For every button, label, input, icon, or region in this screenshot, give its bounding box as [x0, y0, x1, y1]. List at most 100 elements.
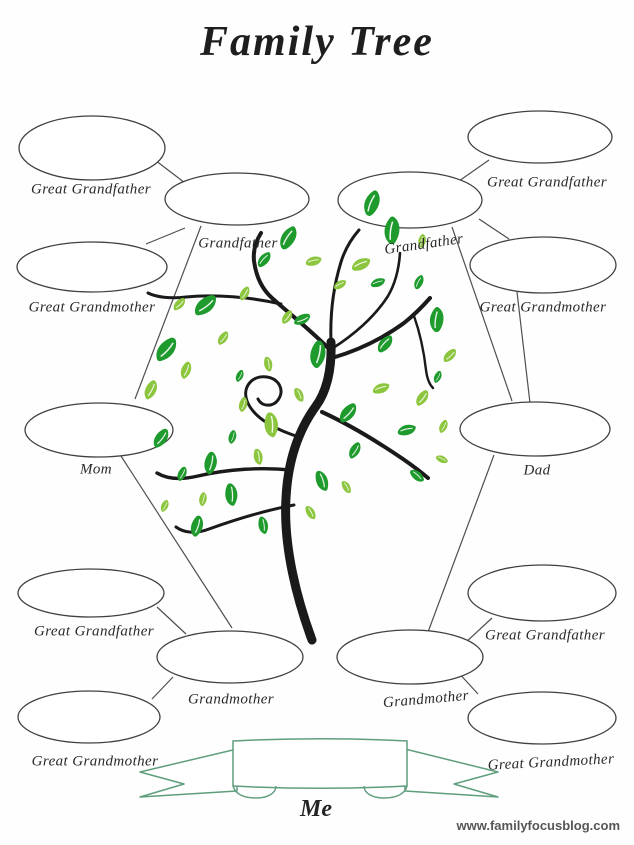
family-connector-line [134, 225, 202, 400]
tree-branch [155, 466, 293, 481]
name-oval-great-grandfather-bottom-right[interactable] [467, 564, 617, 622]
leaf [258, 516, 268, 534]
label-great-grandfather-top-right: Great Grandfather [487, 174, 607, 191]
name-oval-dad[interactable] [459, 401, 611, 457]
label-mom: Mom [79, 461, 113, 478]
leaf [351, 258, 371, 271]
leaf [310, 340, 326, 369]
tree-branch [330, 296, 432, 360]
website-url: www.familyfocusblog.com [456, 818, 620, 833]
label-grandmother-left: Grandmother [187, 691, 275, 708]
leaf [199, 492, 207, 507]
me-label: Me [300, 796, 332, 822]
family-connector-line [458, 159, 490, 182]
leaf [156, 337, 177, 362]
name-oval-great-grandmother-left[interactable] [16, 241, 168, 293]
family-connector-line [156, 606, 187, 635]
leaf [414, 274, 424, 290]
name-oval-great-grandfather-top-left[interactable] [18, 115, 166, 181]
leaf [418, 233, 426, 248]
name-oval-grandfather-left[interactable] [164, 172, 310, 226]
family-connector-line [151, 676, 174, 700]
tree-branch [281, 337, 336, 645]
leaf [294, 313, 311, 325]
leaf [264, 412, 279, 438]
leaf [377, 335, 393, 353]
me-ribbon-banner [139, 738, 499, 799]
leaf [218, 331, 229, 345]
ribbon-panel-me-slot[interactable] [232, 738, 408, 789]
name-ovals [16, 110, 617, 745]
label-great-grandmother-bottom-left: Great Grandmother [31, 753, 159, 770]
leaf [238, 397, 248, 412]
leaf [439, 419, 448, 433]
leaf [416, 390, 429, 406]
leaf [144, 380, 157, 400]
leaf [190, 515, 204, 537]
leaf [433, 370, 442, 383]
leaf [397, 424, 416, 436]
ribbon-tail-right [404, 748, 499, 798]
tree-branch [320, 410, 430, 480]
leaf [364, 190, 380, 216]
name-oval-great-grandmother-bottom-right[interactable] [467, 691, 617, 745]
leaf [153, 428, 169, 448]
leaf [180, 361, 192, 379]
name-oval-grandmother-left[interactable] [156, 630, 304, 684]
family-connector-line [145, 227, 186, 245]
leaf [204, 451, 217, 475]
label-dad: Dad [523, 462, 551, 479]
leaf [429, 306, 444, 333]
family-connector-line [516, 291, 531, 404]
name-oval-mom[interactable] [24, 402, 174, 458]
tree-branch [412, 314, 435, 390]
label-grandfather-left: Grandfather [198, 235, 278, 252]
leaf [235, 369, 244, 382]
tree-branch [331, 251, 402, 350]
leaf [305, 505, 316, 520]
leaf [410, 469, 424, 482]
name-oval-great-grandfather-bottom-left[interactable] [17, 568, 165, 618]
leaf [264, 356, 273, 372]
leaf [177, 466, 187, 482]
label-great-grandfather-bottom-right: Great Grandfather [485, 627, 605, 644]
name-oval-grandfather-right[interactable] [337, 171, 483, 229]
family-connector-line [478, 218, 510, 240]
leaf [257, 252, 271, 268]
tree-branch [244, 375, 301, 439]
family-connector-line [451, 226, 513, 402]
name-oval-great-grandfather-top-right[interactable] [467, 110, 613, 164]
leaf [305, 256, 322, 266]
leaf [339, 403, 357, 423]
name-oval-great-grandmother-right[interactable] [469, 236, 617, 294]
leaf [160, 499, 169, 512]
name-oval-grandmother-right[interactable] [336, 629, 484, 685]
connector-lines [120, 156, 531, 700]
leaf [435, 455, 448, 464]
leaf [294, 387, 304, 402]
leaf [239, 286, 250, 301]
tree-branch [146, 291, 283, 306]
ribbon-curl-right [363, 784, 408, 799]
leaf [443, 348, 457, 363]
leaf [315, 470, 329, 491]
family-connector-line [427, 454, 495, 633]
leaf [195, 295, 216, 316]
leaf [370, 278, 385, 288]
leaf [228, 430, 237, 444]
leaf [253, 448, 263, 465]
tree-illustration [144, 190, 457, 645]
tree-branch [174, 503, 296, 534]
label-great-grandfather-top-left: Great Grandfather [31, 181, 151, 198]
label-great-grandmother-left: Great Grandmother [28, 299, 156, 316]
family-connector-line [463, 617, 493, 645]
tree-branch [251, 231, 334, 354]
label-great-grandfather-bottom-left: Great Grandfather [34, 623, 154, 640]
leaf [372, 383, 390, 394]
name-oval-great-grandmother-bottom-left[interactable] [17, 690, 161, 744]
leaf [349, 442, 361, 459]
leaf [280, 226, 297, 250]
leaf [341, 480, 351, 494]
